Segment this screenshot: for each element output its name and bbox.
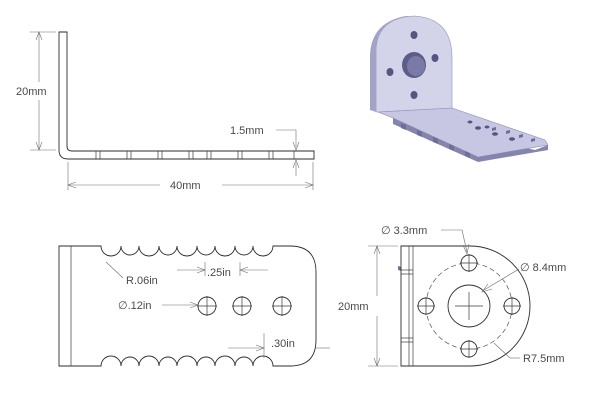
top-view: R.06in .25in ∅.12in .30in <box>58 245 330 367</box>
edge-offset-dimension <box>228 333 330 358</box>
top-view-outline <box>58 245 317 367</box>
height-dimension-label: 20mm <box>16 86 47 98</box>
mount-hole-diameter-label: ∅ 3.3mm <box>381 225 427 237</box>
render-center-hole-inner <box>407 56 425 76</box>
render-hole-top <box>410 31 418 39</box>
thickness-dimension <box>276 129 300 176</box>
front-view-slot-marks <box>401 269 413 343</box>
render-hole-right <box>431 54 439 62</box>
slot-radius-label: R.06in <box>126 275 158 287</box>
bolt-circle-radius-leader <box>493 342 520 359</box>
render-base-holes <box>467 120 515 141</box>
render-hole-left <box>386 68 394 76</box>
side-view: 20mm 1.5mm 40mm <box>16 31 315 192</box>
thickness-dimension-label: 1.5mm <box>230 125 264 137</box>
render-slot-notches <box>401 123 535 158</box>
front-height-dimension <box>368 245 398 367</box>
center-hole-diameter-label: ∅ 8.4mm <box>520 262 566 274</box>
bolt-circle-radius-label: R7.5mm <box>523 353 565 365</box>
slot-pitch-label: .25in <box>207 267 231 279</box>
top-view-holes <box>197 296 292 316</box>
render-hole-bottom <box>410 91 418 99</box>
front-view: 20mm ∅ 3.3mm ∅ 8.4mm R7.5mm <box>338 225 566 367</box>
hole-diameter-label: ∅.12in <box>118 300 151 312</box>
height-dimension <box>30 31 56 151</box>
mount-hole-diameter-leader <box>441 229 470 255</box>
mounting-holes <box>417 254 521 358</box>
render-plate-edge <box>370 16 414 112</box>
slot-pitch-dimension <box>177 262 268 276</box>
hole-diameter-leader <box>162 301 199 309</box>
edge-offset-label: .30in <box>271 338 295 350</box>
side-view-slot-marks <box>95 151 295 159</box>
length-dimension-label: 40mm <box>170 180 201 192</box>
side-view-profile <box>58 31 315 160</box>
slot-radius-leader <box>105 261 124 279</box>
length-dimension <box>67 162 314 190</box>
center-hole-diameter-leader <box>481 268 520 293</box>
front-height-label: 20mm <box>338 301 369 313</box>
render-base-plate <box>377 107 549 158</box>
isometric-render <box>370 15 549 272</box>
